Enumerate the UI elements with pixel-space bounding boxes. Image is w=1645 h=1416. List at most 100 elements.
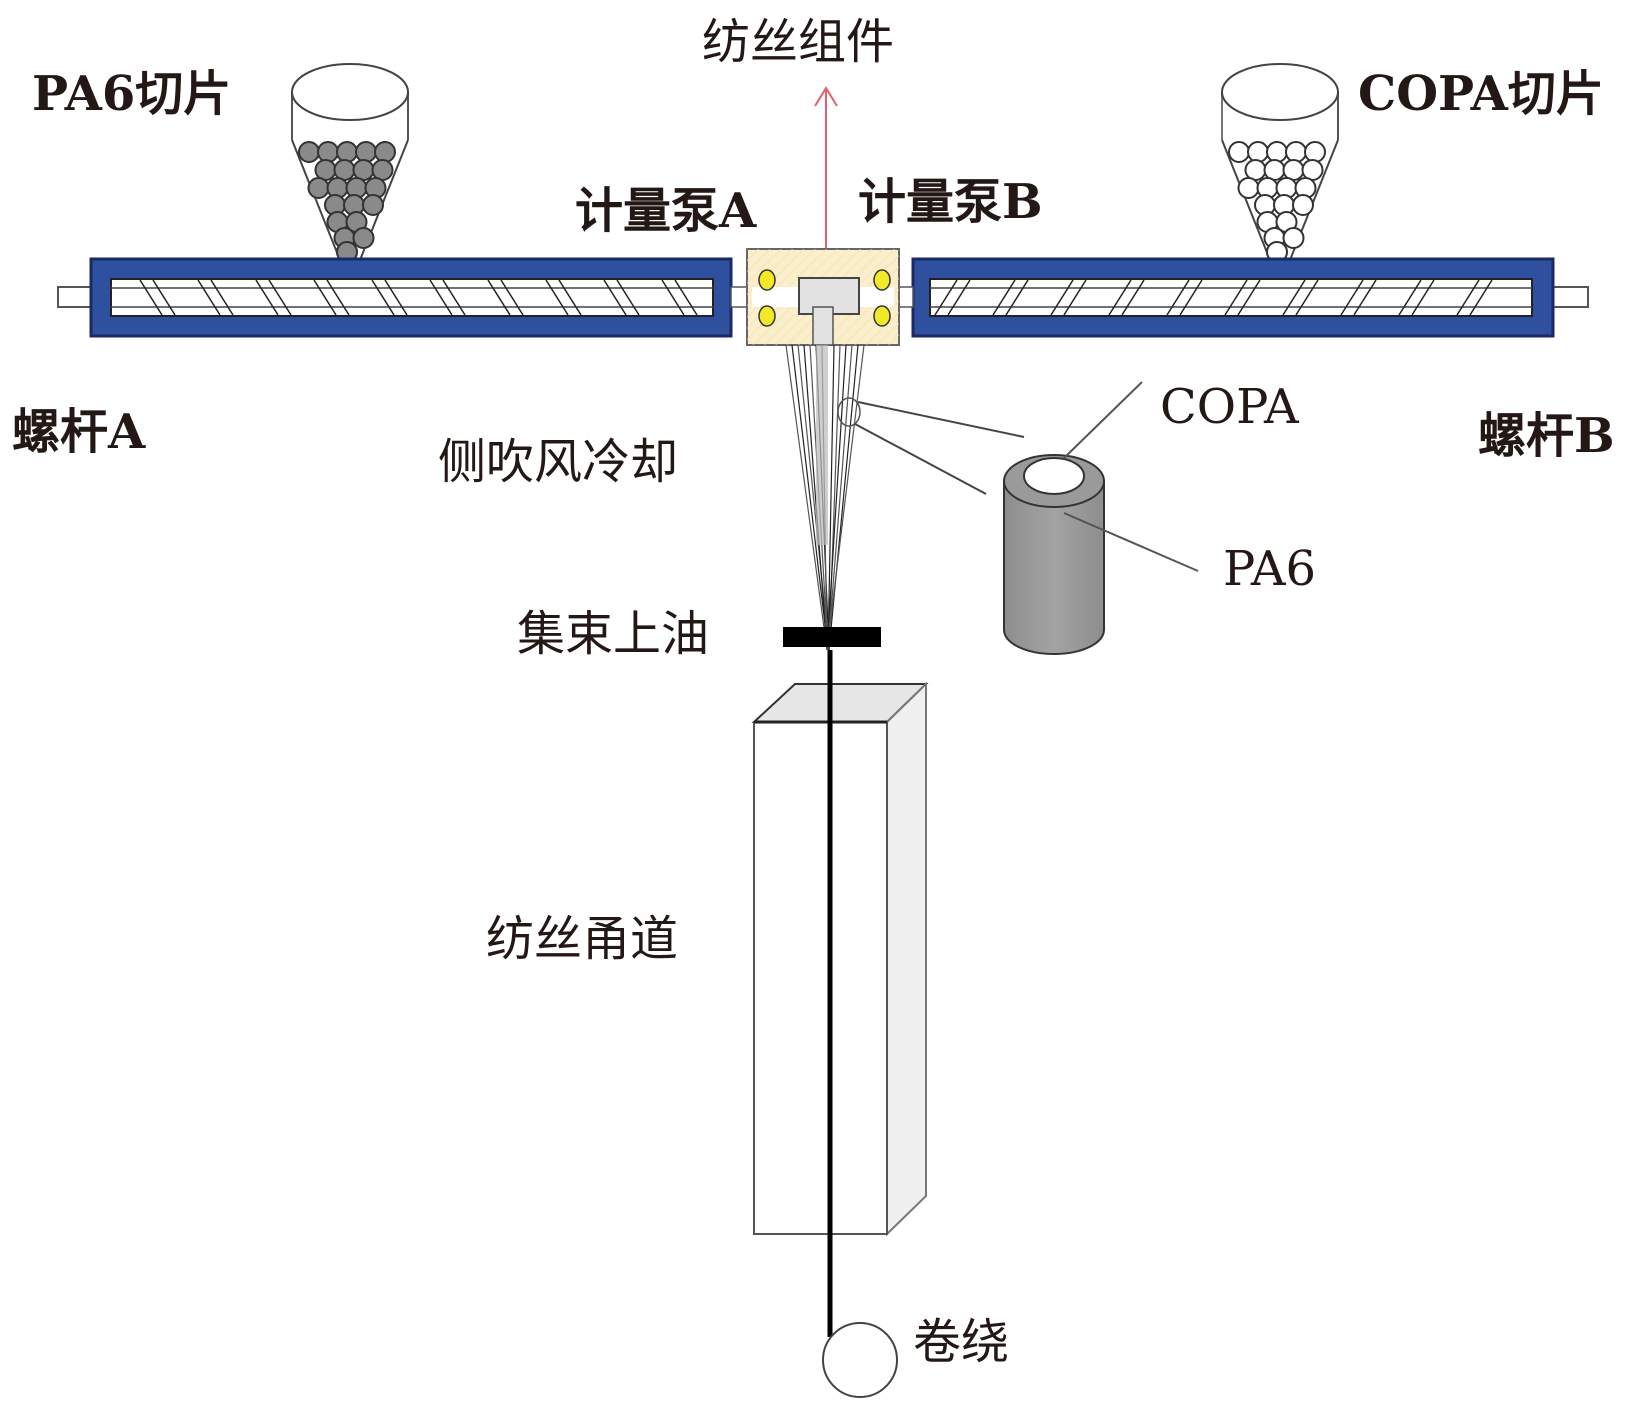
pellet — [352, 227, 375, 249]
screw-a-barrel — [89, 257, 733, 338]
filament — [828, 344, 841, 651]
screw-flight — [326, 279, 350, 316]
screw-a-shaft-end — [57, 286, 95, 308]
pellet — [1247, 141, 1269, 163]
pa6-leader-line — [1063, 512, 1199, 572]
label-pa6-chips: PA6切片 — [32, 66, 231, 122]
label-copa-sheath: COPA — [1160, 379, 1300, 435]
metering-pump-block — [746, 248, 900, 346]
filament — [827, 344, 853, 651]
screw-flight — [934, 279, 958, 316]
pump-bolt — [873, 305, 891, 327]
screw-flight — [1179, 279, 1203, 316]
screw-flight — [558, 279, 582, 316]
screw-flight — [197, 279, 221, 316]
filament — [797, 344, 830, 651]
label-bundling-oiling: 集束上油 — [517, 606, 709, 662]
screw-flight — [1295, 279, 1319, 316]
screw-flight — [603, 279, 627, 316]
screw-flight — [1469, 279, 1493, 316]
screw-flight — [1166, 279, 1190, 316]
screw-flight — [1353, 279, 1377, 316]
screw-flight — [371, 279, 395, 316]
oiling-bar — [783, 627, 881, 647]
screw-flight — [1411, 279, 1435, 316]
screw-flight — [1063, 279, 1087, 316]
screw-flight — [1237, 279, 1261, 316]
filament-bundle — [785, 344, 865, 651]
pump-bolt — [758, 269, 776, 291]
pump-bolt — [758, 305, 776, 327]
screw-flight — [210, 279, 234, 316]
pellet — [317, 141, 339, 163]
pellet — [1237, 177, 1260, 199]
pellet — [1266, 141, 1288, 163]
label-spin-pack: 纺丝组件 — [702, 14, 894, 70]
pellet — [1228, 141, 1250, 163]
label-screw-a: 螺杆A — [12, 404, 146, 460]
pellet — [307, 177, 330, 199]
screw-flight — [152, 279, 176, 316]
filament — [826, 344, 847, 651]
copa-sheath-core — [1023, 457, 1085, 495]
screw-flight — [1456, 279, 1480, 316]
screw-flight — [1282, 279, 1306, 316]
copa-hopper — [1221, 63, 1339, 263]
screw-flight — [1121, 279, 1145, 316]
pellet — [1304, 141, 1326, 163]
pa6-pellets — [298, 141, 396, 263]
label-side-blow-cooling: 侧吹风冷却 — [438, 434, 678, 490]
screw-flight — [545, 279, 569, 316]
screw-flight — [674, 279, 698, 316]
screw-flight — [947, 279, 971, 316]
pellet — [1282, 227, 1305, 249]
label-metering-pump-b: 计量泵B — [858, 174, 1043, 230]
label-pa6-core: PA6 — [1223, 541, 1316, 597]
filament — [803, 344, 828, 651]
screw-flight — [384, 279, 408, 316]
screw-flight — [1108, 279, 1132, 316]
filament — [791, 344, 829, 651]
label-spinning-channel: 纺丝甬道 — [486, 911, 678, 967]
label-metering-pump-a: 计量泵A — [575, 183, 757, 239]
spinning-channel-box — [751, 681, 929, 1237]
winding-roll — [822, 1322, 898, 1398]
screw-flight — [1005, 279, 1029, 316]
screw-b-shaft-end — [1549, 286, 1589, 308]
screw-flight — [139, 279, 163, 316]
screw-flight — [313, 279, 337, 316]
screw-b-barrel — [911, 257, 1555, 338]
bicomponent-fiber-cross-section — [1003, 381, 1199, 655]
screw-b-flights — [934, 279, 1493, 316]
spin-pack-arrow — [814, 86, 838, 262]
screw-flight — [661, 279, 685, 316]
screw-flight — [268, 279, 292, 316]
pellet — [355, 141, 377, 163]
screw-flight — [1224, 279, 1248, 316]
screw-flight — [992, 279, 1016, 316]
screw-flight — [1398, 279, 1422, 316]
pellet — [1292, 194, 1314, 216]
pellet — [374, 141, 396, 163]
pellet — [1285, 141, 1307, 163]
copa-pellets — [1228, 141, 1326, 263]
label-copa-chips: COPA切片 — [1358, 66, 1604, 122]
pellet — [336, 141, 358, 163]
screw-flight — [616, 279, 640, 316]
screw-flight — [442, 279, 466, 316]
screw-flight — [500, 279, 524, 316]
filament — [828, 344, 859, 651]
filament — [826, 344, 865, 651]
filament — [827, 344, 835, 651]
cross-section-callout — [837, 397, 1025, 495]
filament-core-highlight — [816, 345, 828, 545]
filament — [785, 344, 828, 651]
pump-bolt — [873, 269, 891, 291]
copa-leader-line — [1063, 381, 1143, 459]
screw-flight — [1340, 279, 1364, 316]
screw-flight — [1050, 279, 1074, 316]
label-screw-b: 螺杆B — [1478, 408, 1615, 464]
screw-flight — [487, 279, 511, 316]
screw-a-flights — [139, 279, 698, 316]
